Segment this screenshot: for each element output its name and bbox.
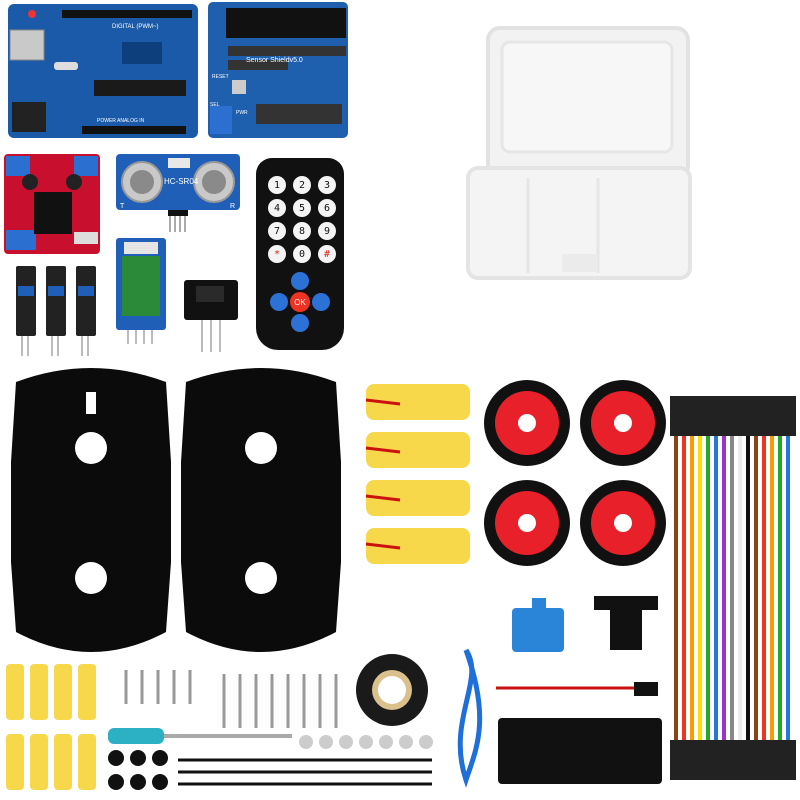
dpad-up-icon xyxy=(291,272,309,290)
battery-box xyxy=(496,682,662,784)
screws xyxy=(124,670,338,728)
sensor-shield: Sensor Shieldv5.0 RESET SEL PWR xyxy=(208,2,348,138)
remote-key: 9 xyxy=(318,222,336,240)
wheel xyxy=(580,380,666,466)
remote-ok-key: OK xyxy=(290,292,310,312)
ultrasonic-t-label: T xyxy=(120,203,125,210)
chassis-plate xyxy=(181,368,341,652)
remote-key: 4 xyxy=(268,199,286,217)
remote-key: 0 xyxy=(293,245,311,263)
nuts xyxy=(299,735,433,749)
line-tracking-sensors xyxy=(16,266,96,356)
remote-keypad: 1 2 3 4 5 6 7 8 9 * 0 # xyxy=(268,176,336,263)
washers xyxy=(108,750,168,790)
shield-title: Sensor Shieldv5.0 xyxy=(246,57,303,64)
ultrasonic-r-label: R xyxy=(230,203,235,210)
storage-box xyxy=(466,26,692,280)
screwdriver xyxy=(108,728,292,744)
remote-key: 5 xyxy=(293,199,311,217)
wheel xyxy=(484,480,570,566)
remote-key: 1 xyxy=(268,176,286,194)
shield-sel-label: SEL xyxy=(210,102,220,108)
remote-key: 6 xyxy=(318,199,336,217)
wheel xyxy=(580,480,666,566)
remote-key: * xyxy=(268,245,286,263)
ir-receiver-module xyxy=(184,280,238,352)
remote-key: 3 xyxy=(318,176,336,194)
usb-cable xyxy=(457,648,483,788)
wheel xyxy=(484,380,570,466)
servo-motor xyxy=(512,598,564,652)
ultrasonic-sensor: HC-SR04 T R xyxy=(116,154,240,232)
shield-pwr-label: PWR xyxy=(236,110,248,116)
ir-remote: 1 2 3 4 5 6 7 8 9 * 0 # OK xyxy=(256,158,344,350)
shield-reset-label: RESET xyxy=(212,74,229,80)
remote-key: 2 xyxy=(293,176,311,194)
servo-bracket xyxy=(594,596,658,650)
copper-pillars xyxy=(6,664,96,790)
cable-ties xyxy=(178,758,432,786)
jumper-wires xyxy=(670,396,796,780)
gear-motors xyxy=(365,384,470,564)
remote-key: # xyxy=(318,245,336,263)
remote-key: 7 xyxy=(268,222,286,240)
uno-bottom-label: POWER ANALOG IN xyxy=(97,118,145,124)
electrical-tape xyxy=(356,654,428,726)
chassis-plate xyxy=(11,368,171,652)
dpad-right-icon xyxy=(312,293,330,311)
remote-key: 8 xyxy=(293,222,311,240)
uno-top-label: DIGITAL (PWM~) xyxy=(112,24,159,30)
ultrasonic-model: HC-SR04 xyxy=(164,177,199,186)
dpad-down-icon xyxy=(291,314,309,332)
dpad-left-icon xyxy=(270,293,288,311)
arduino-uno-board: DIGITAL (PWM~) POWER ANALOG IN xyxy=(8,4,198,138)
motor-driver-board xyxy=(4,154,100,254)
remote-dpad: OK xyxy=(270,272,330,332)
bluetooth-module xyxy=(116,238,166,344)
